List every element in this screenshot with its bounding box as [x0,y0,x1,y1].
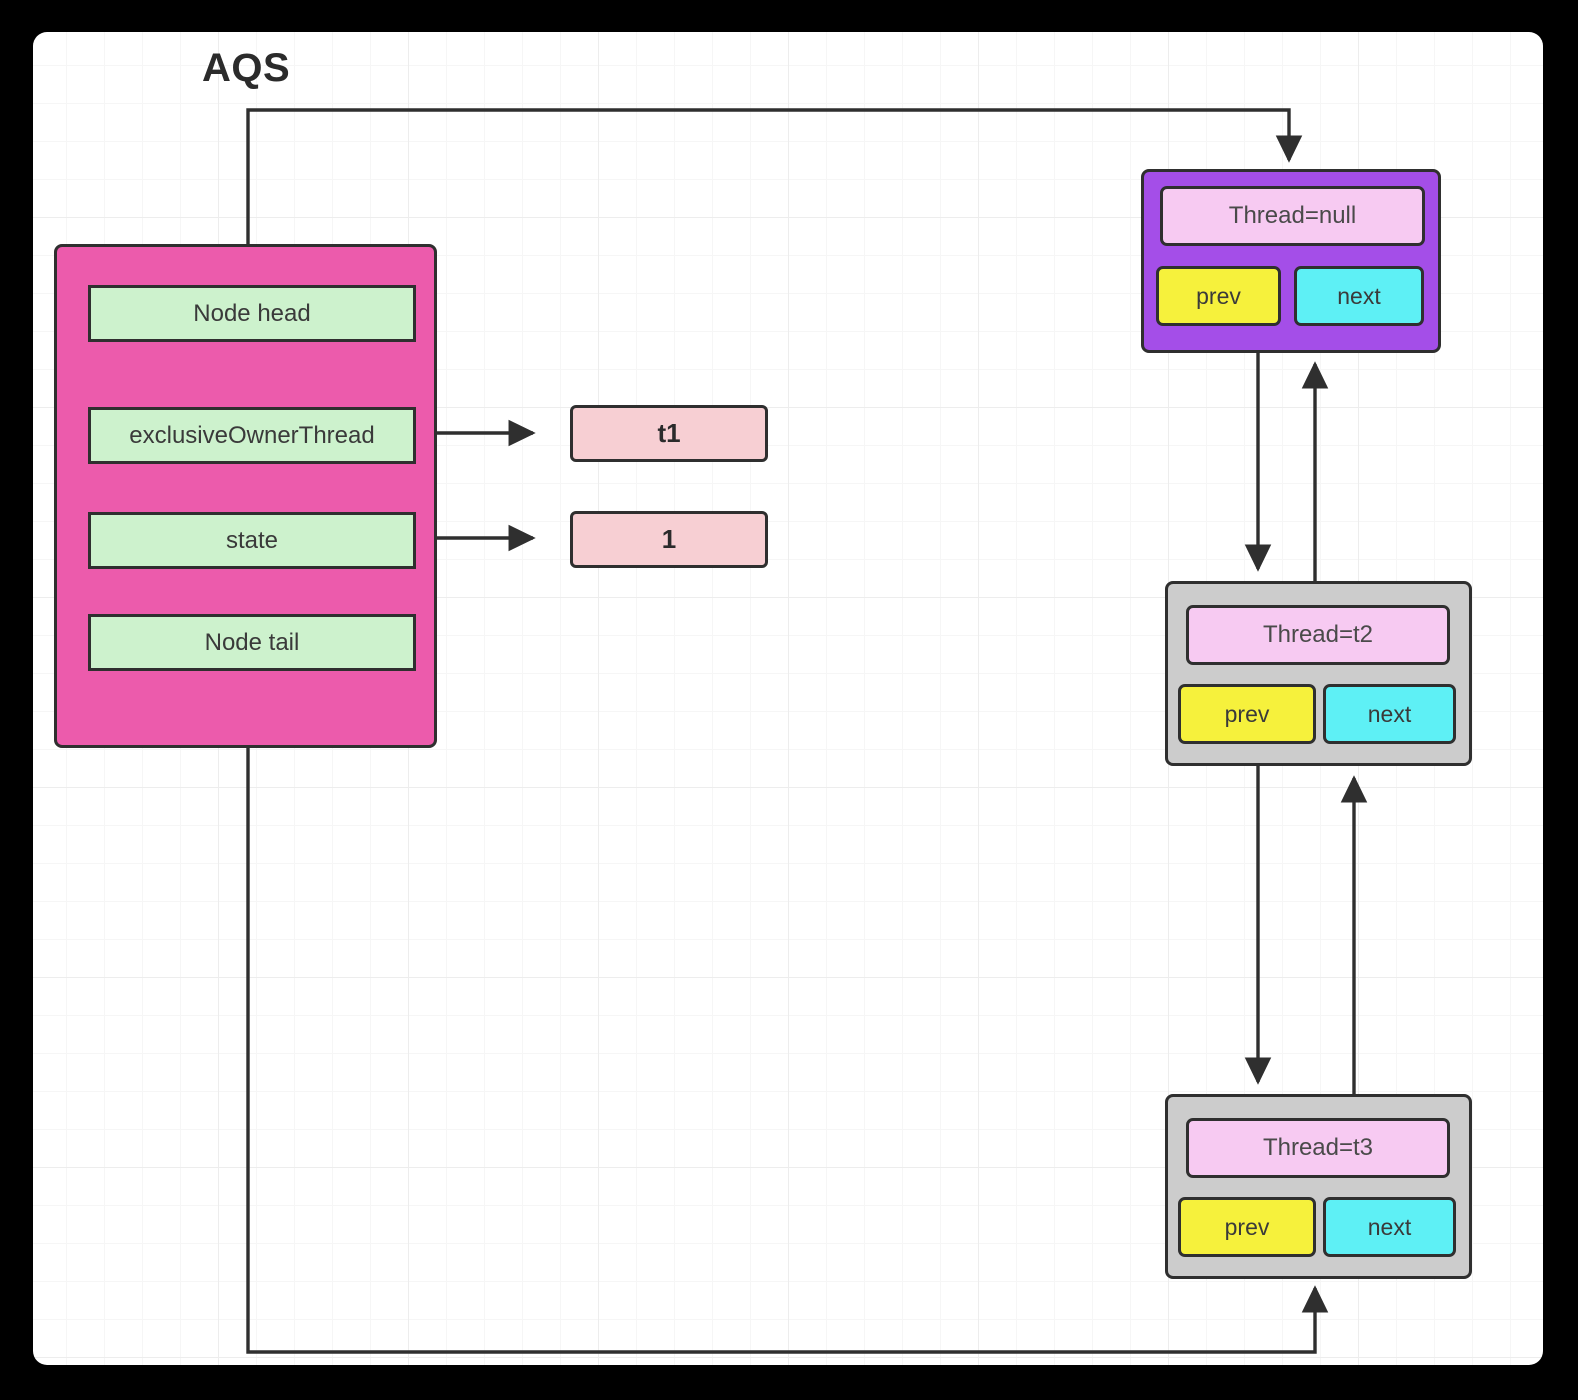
node-thread-t3[interactable]: Thread=t3 prev next [1165,1094,1472,1279]
node-thread-label: Thread=null [1160,186,1425,246]
node-thread-t2[interactable]: Thread=t2 prev next [1165,581,1472,766]
node-prev-pointer[interactable]: prev [1178,684,1316,744]
field-state[interactable]: state [88,512,416,569]
aqs-container: Node head exclusiveOwnerThread state Nod… [54,244,437,748]
node-next-pointer[interactable]: next [1294,266,1424,326]
node-thread-label: Thread=t3 [1186,1118,1450,1178]
node-next-pointer[interactable]: next [1323,684,1456,744]
node-thread-label: Thread=t2 [1186,605,1450,665]
node-prev-pointer[interactable]: prev [1178,1197,1316,1257]
node-next-pointer[interactable]: next [1323,1197,1456,1257]
value-box-t1[interactable]: t1 [570,405,768,462]
field-node-head[interactable]: Node head [88,285,416,342]
node-head-sentinel[interactable]: Thread=null prev next [1141,169,1441,353]
field-node-tail[interactable]: Node tail [88,614,416,671]
diagram-title: AQS [202,46,291,90]
node-prev-pointer[interactable]: prev [1156,266,1281,326]
field-exclusive-owner-thread[interactable]: exclusiveOwnerThread [88,407,416,464]
value-box-state[interactable]: 1 [570,511,768,568]
